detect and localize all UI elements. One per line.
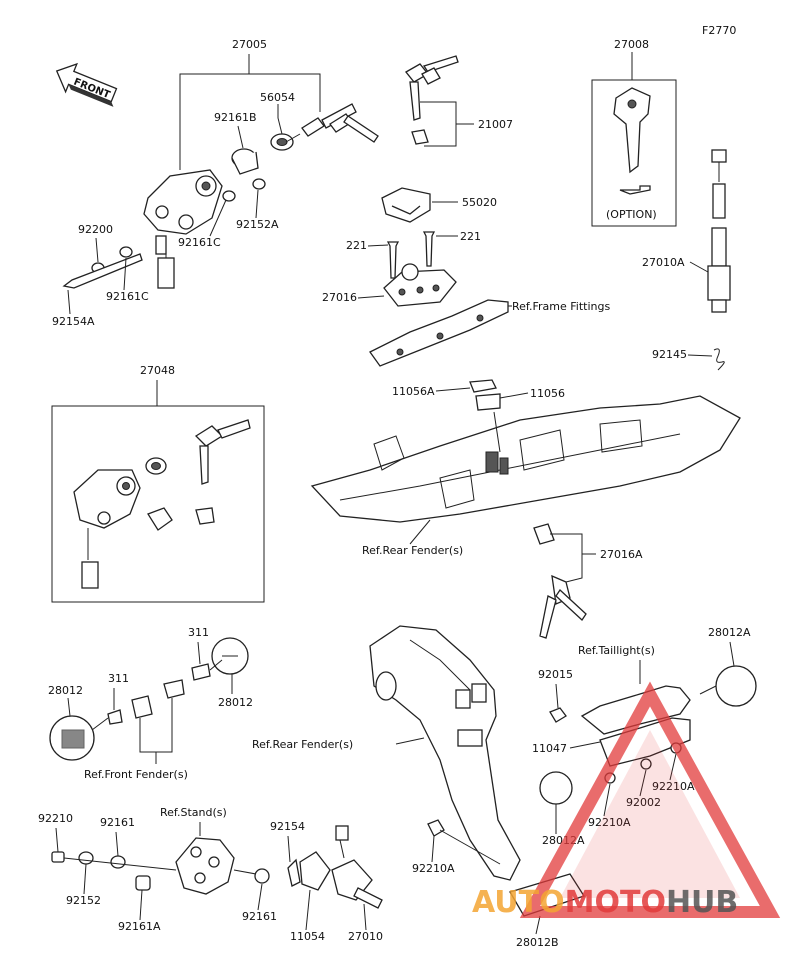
ref-taillight: Ref.Taillight(s) bbox=[578, 644, 655, 657]
label-92015: 92015 bbox=[538, 668, 573, 681]
lock-set-27048: 27048 bbox=[51, 364, 265, 603]
label-92161B: 92161B bbox=[214, 111, 257, 124]
label-55020: 55020 bbox=[462, 196, 497, 209]
label-92210: 92210 bbox=[38, 812, 73, 825]
label-28012-b: 28012 bbox=[218, 696, 253, 709]
label-21007: 21007 bbox=[478, 118, 513, 131]
label-92154: 92154 bbox=[270, 820, 305, 833]
ref-frame-fittings: Ref.Frame Fittings bbox=[512, 300, 610, 313]
label-27010A: 27010A bbox=[642, 256, 685, 269]
watermark-text-moto: MOTO bbox=[565, 885, 666, 920]
key-icon bbox=[194, 419, 251, 485]
key-icon bbox=[329, 113, 379, 143]
label-11056A: 11056A bbox=[392, 385, 435, 398]
ref-rear-fender-1: Ref.Rear Fender(s) bbox=[362, 544, 463, 557]
label-92161A: 92161A bbox=[118, 920, 161, 933]
watermark-text-auto: AUTO bbox=[472, 885, 565, 920]
front-reflector-group: 311 311 28012 28012 Ref.Front Fender(s) bbox=[48, 626, 253, 781]
label-27008: 27008 bbox=[614, 38, 649, 51]
label-92210A-b: 92210A bbox=[588, 816, 631, 829]
label-92161C-a: 92161C bbox=[178, 236, 221, 249]
front-arrow-icon: FRONT bbox=[55, 62, 118, 107]
key-icon bbox=[405, 55, 459, 121]
label-27005: 27005 bbox=[232, 38, 267, 51]
watermark-text-hub: HUB bbox=[666, 885, 738, 920]
label-27010: 27010 bbox=[348, 930, 383, 943]
label-92161-b: 92161 bbox=[242, 910, 277, 923]
stand-switch-group: Ref.Stand(s) 92210 92161 92154 92152 921… bbox=[38, 806, 383, 943]
key-icon bbox=[285, 103, 357, 143]
seat-switch-27010A: 27010A 92145 bbox=[642, 149, 731, 371]
label-92161-a: 92161 bbox=[100, 816, 135, 829]
label-27048: 27048 bbox=[140, 364, 175, 377]
ref-rear-fender-2: Ref.Rear Fender(s) bbox=[252, 738, 353, 751]
label-28012-a: 28012 bbox=[48, 684, 83, 697]
svg-text:AUTOMOTOHUB: AUTOMOTOHUB bbox=[472, 885, 738, 920]
label-92002: 92002 bbox=[626, 796, 661, 809]
label-311-b: 311 bbox=[108, 672, 129, 685]
rear-fender-assembly: 11056A 11056 Ref.Rear Fender(s) 27016A bbox=[310, 379, 741, 639]
label-28012A-a: 28012A bbox=[708, 626, 751, 639]
ref-stand: Ref.Stand(s) bbox=[160, 806, 227, 819]
key-set-21007: 21007 bbox=[405, 55, 513, 147]
label-92145: 92145 bbox=[652, 348, 687, 361]
label-11047: 11047 bbox=[532, 742, 567, 755]
ignition-switch-assembly: 27005 56054 92161B bbox=[52, 38, 379, 328]
label-56054: 56054 bbox=[260, 91, 295, 104]
label-27016: 27016 bbox=[322, 291, 357, 304]
label-221-a: 221 bbox=[346, 239, 367, 252]
key-icon bbox=[421, 67, 441, 85]
label-92210A-c: 92210A bbox=[412, 862, 455, 875]
label-92161C-b: 92161C bbox=[106, 290, 149, 303]
watermark-logo: AUTOMOTOHUB bbox=[472, 681, 781, 920]
label-92200: 92200 bbox=[78, 223, 113, 236]
label-11056: 11056 bbox=[530, 387, 565, 400]
key-icon bbox=[539, 574, 587, 639]
diagram-code: F2770 bbox=[702, 24, 736, 37]
label-92210A-a: 92210A bbox=[652, 780, 695, 793]
label-11054: 11054 bbox=[290, 930, 325, 943]
label-27016A: 27016A bbox=[600, 548, 643, 561]
label-221-b: 221 bbox=[460, 230, 481, 243]
seat-lock-assembly: 55020 221 221 27016 Ref.Frame Fittings bbox=[322, 187, 610, 367]
label-92152: 92152 bbox=[66, 894, 101, 907]
option-label: (OPTION) bbox=[606, 208, 657, 221]
label-311-a: 311 bbox=[188, 626, 209, 639]
label-28012B: 28012B bbox=[516, 936, 559, 949]
option-key-box: 27008 (OPTION) bbox=[591, 38, 677, 227]
label-92154A: 92154A bbox=[52, 315, 95, 328]
ref-front-fender: Ref.Front Fender(s) bbox=[84, 768, 188, 781]
label-92152A: 92152A bbox=[236, 218, 279, 231]
